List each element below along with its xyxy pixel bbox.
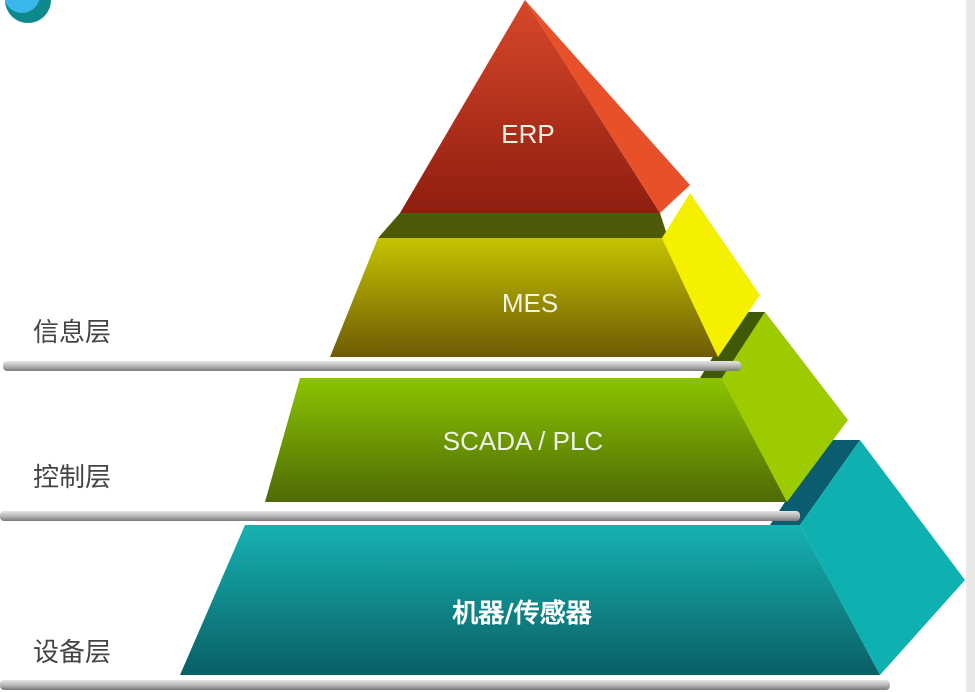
tier-mes xyxy=(330,193,760,357)
tier-label-scada: SCADA / PLC xyxy=(443,426,603,456)
layer-label-device: 设备层 xyxy=(33,638,111,668)
logo-icon xyxy=(4,0,51,23)
tier-label-devices: 机器/传感器 xyxy=(452,599,592,629)
tier-erp xyxy=(400,0,690,213)
layer-label-control: 控制层 xyxy=(33,463,111,493)
shelf-device xyxy=(0,680,890,690)
shelf-control xyxy=(0,511,800,521)
tier-devices xyxy=(180,440,965,675)
layer-label-info: 信息层 xyxy=(33,318,111,348)
tier-label-erp: ERP xyxy=(501,119,554,149)
shelf-info xyxy=(3,361,741,371)
right-edge xyxy=(966,0,975,692)
tier-label-mes: MES xyxy=(502,288,558,318)
